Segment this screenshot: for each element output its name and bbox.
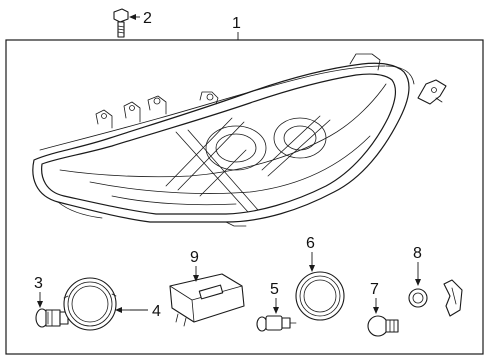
part-6-dust-cap xyxy=(295,271,345,321)
part-8-socket xyxy=(408,279,463,317)
callout-7: 7 xyxy=(370,281,379,314)
callout-1: 1 xyxy=(232,15,241,40)
callout-7-label: 7 xyxy=(370,281,379,298)
callout-8: 8 xyxy=(413,245,422,286)
part-9-module xyxy=(169,273,245,327)
part-3-bulb xyxy=(35,308,69,328)
callout-5-label: 5 xyxy=(270,281,279,298)
part-1-headlamp-assembly xyxy=(32,53,447,227)
callout-9-label: 9 xyxy=(190,249,199,266)
callout-6: 6 xyxy=(306,235,315,272)
callout-9: 9 xyxy=(190,249,199,282)
part-2-bolt xyxy=(113,8,129,38)
callout-1-label: 1 xyxy=(232,15,241,32)
part-7-bulb xyxy=(367,315,399,337)
callout-3: 3 xyxy=(34,275,43,308)
callout-4-label: 4 xyxy=(152,303,161,320)
part-5-bulb xyxy=(256,315,297,332)
callout-8-label: 8 xyxy=(413,245,422,262)
callout-2-label: 2 xyxy=(143,10,152,27)
callout-2: 2 xyxy=(129,10,152,27)
callout-3-label: 3 xyxy=(34,275,43,292)
assembly-frame xyxy=(5,39,484,355)
callout-5: 5 xyxy=(270,281,279,314)
part-4-dust-cap xyxy=(63,277,117,331)
callout-6-label: 6 xyxy=(306,235,315,252)
callout-4: 4 xyxy=(115,303,161,320)
